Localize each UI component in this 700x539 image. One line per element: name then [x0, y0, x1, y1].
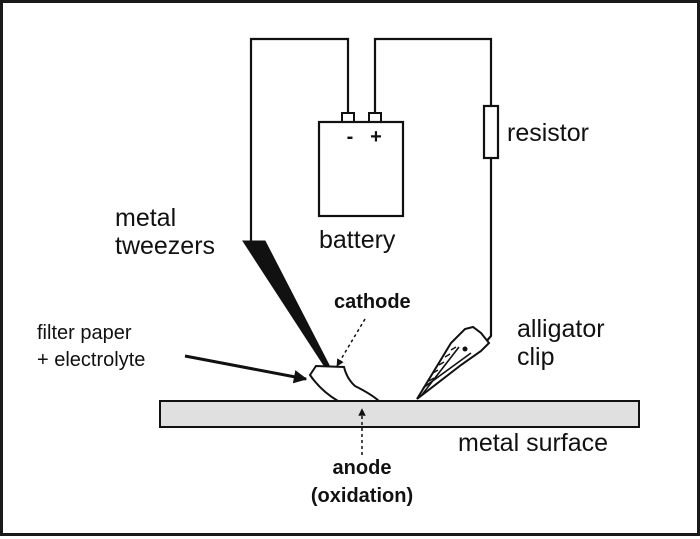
- anode-label-line2: (oxidation): [311, 485, 413, 507]
- filter-paper-label-line2: + electrolyte: [37, 349, 145, 371]
- metal-tweezers-label-line1: metal: [115, 204, 176, 232]
- anode-label-line1: anode: [333, 457, 392, 479]
- battery-plus-label: +: [370, 126, 382, 148]
- battery-label: battery: [319, 226, 396, 254]
- cathode-leader: [336, 318, 366, 367]
- negative-wire: [249, 37, 350, 241]
- metal-tweezers-label-line2: tweezers: [115, 232, 215, 260]
- cathode-label: cathode: [334, 291, 411, 313]
- resistor-symbol: [482, 104, 500, 160]
- clip-wire: [478, 158, 493, 351]
- metal-surface-plate: [159, 400, 640, 428]
- filter-paper-arrow: [184, 354, 308, 384]
- alligator-clip-label-line2: clip: [517, 343, 555, 371]
- filter-paper-label-line1: filter paper: [37, 322, 132, 344]
- battery-symbol: [317, 112, 405, 218]
- alligator-clip-label-line1: alligator: [517, 315, 605, 343]
- metal-surface-label: metal surface: [458, 429, 608, 457]
- resistor-label: resistor: [507, 119, 589, 147]
- positive-wire: [373, 37, 493, 113]
- electrochemical-etching-diagram: - + resistor battery metal tweezers cath…: [37, 37, 640, 507]
- filter-paper-pad: [308, 364, 382, 402]
- battery-minus-label: -: [347, 126, 354, 148]
- metal-tweezers: [242, 240, 330, 368]
- alligator-clip: [416, 325, 491, 400]
